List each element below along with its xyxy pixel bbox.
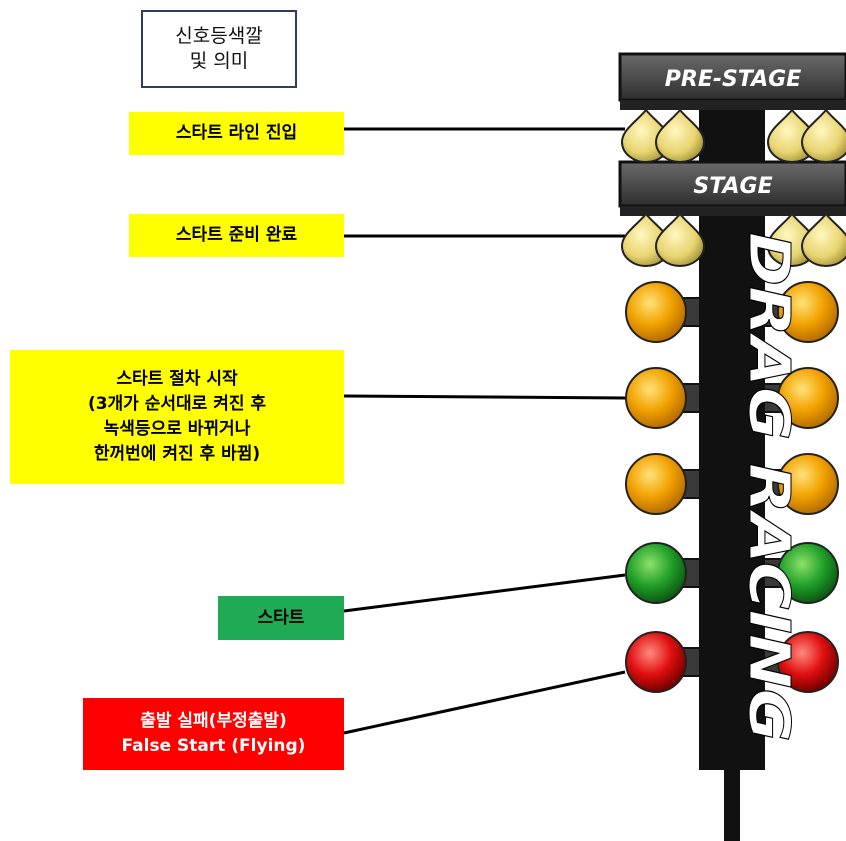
amber-light-icon — [625, 367, 687, 429]
staging-bulb-icon — [654, 212, 706, 267]
green-light-icon — [777, 542, 839, 604]
staging-bulb-icon — [800, 108, 846, 163]
label-false-start-line-1: 출발 실패(부정출발) — [140, 711, 287, 731]
label-false-start-line-2: False Start (Flying) — [121, 736, 306, 756]
pre-stage-bulb-bar — [620, 100, 846, 110]
label-pre-stage: 스타트 라인 진입 — [129, 112, 344, 155]
title-line-2: 및 의미 — [189, 50, 249, 72]
tree-bottom-post — [724, 765, 740, 841]
amber-light-icon — [625, 453, 687, 515]
label-countdown-line-2: (3개가 순서대로 켜진 후 — [87, 394, 267, 414]
label-countdown: 스타트 절차 시작 (3개가 순서대로 켜진 후 녹색등으로 바뀌거나 한꺼번에… — [10, 350, 344, 484]
connector-false-start — [343, 670, 626, 735]
amber-light-icon — [777, 281, 839, 343]
connector-start — [343, 573, 626, 613]
amber-light-icon — [777, 367, 839, 429]
title-box: 신호등색깔 및 의미 — [141, 10, 297, 88]
pre-stage-bulbs — [620, 108, 846, 163]
connector-countdown — [343, 394, 626, 400]
red-light-icon — [777, 631, 839, 693]
label-countdown-line-4: 한꺼번에 켜진 후 바뀜) — [93, 444, 261, 464]
label-false-start: 출발 실패(부정출발) False Start (Flying) — [83, 698, 344, 770]
label-pre-stage-text: 스타트 라인 진입 — [175, 123, 298, 143]
label-countdown-line-1: 스타트 절차 시작 — [116, 369, 238, 389]
pre-stage-sign-text: PRE-STAGE — [665, 67, 801, 92]
pole-text: DRAG RACING — [736, 232, 801, 742]
label-countdown-line-3: 녹색등으로 바뀌거나 — [103, 419, 251, 439]
amber-light-icon — [625, 281, 687, 343]
label-start-text: 스타트 — [257, 607, 305, 628]
red-light-icon — [625, 631, 687, 693]
label-stage: 스타트 준비 완료 — [129, 214, 344, 257]
stage-bulb-bar — [620, 206, 846, 216]
stage-sign: STAGE — [618, 160, 846, 208]
green-lights — [625, 542, 839, 604]
label-start: 스타트 — [218, 596, 344, 640]
pre-stage-sign: PRE-STAGE — [618, 52, 846, 102]
green-light-icon — [625, 542, 687, 604]
staging-bulb-icon — [654, 108, 706, 163]
amber-lights — [625, 281, 839, 515]
red-lights — [625, 631, 839, 693]
amber-light-icon — [777, 453, 839, 515]
label-stage-text: 스타트 준비 완료 — [175, 225, 298, 245]
stage-bulbs — [620, 212, 846, 267]
title-line-1: 신호등색깔 — [175, 25, 263, 47]
staging-bulb-icon — [800, 212, 846, 267]
stage-sign-text: STAGE — [693, 174, 772, 199]
